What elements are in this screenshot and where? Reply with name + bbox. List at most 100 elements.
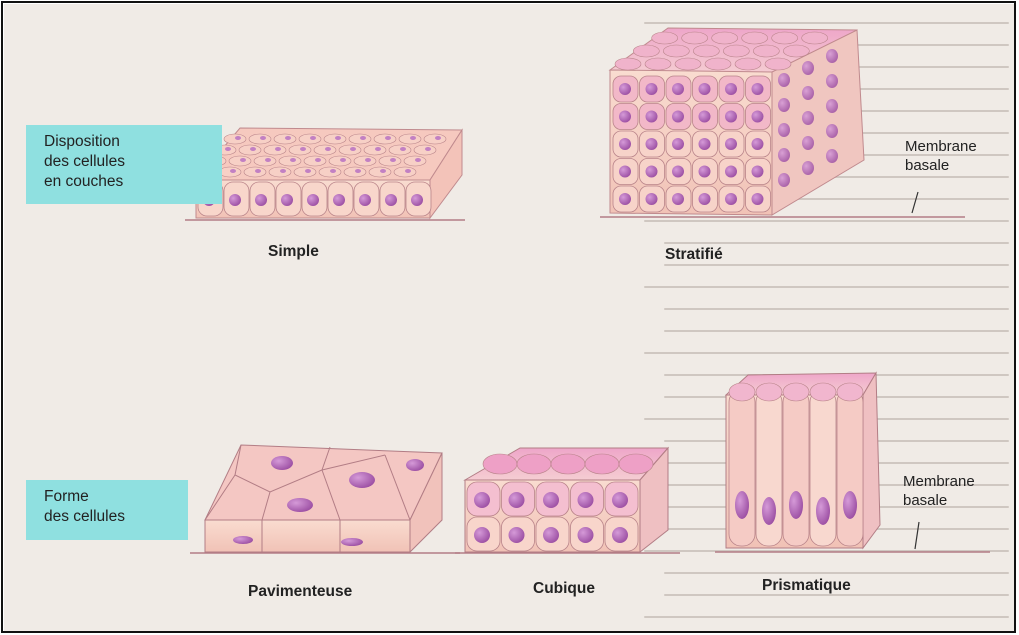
cell-top [324,134,346,144]
category-line: des cellules [44,152,212,172]
nucleus [778,98,790,112]
label-line: basale [905,156,977,175]
nucleus [225,147,231,151]
nucleus [752,166,764,178]
nucleus [375,147,381,151]
nucleus [699,111,711,123]
label-line: Membrane [905,137,977,156]
nucleus [646,111,658,123]
nucleus [752,193,764,205]
nucleus [255,169,261,173]
cell-top [663,45,689,57]
nucleus [307,194,319,206]
nucleus [826,124,838,138]
cell-top [269,167,291,177]
nucleus [359,194,371,206]
nucleus [619,111,631,123]
label-line: Membrane [903,472,975,491]
cell-top [394,167,416,177]
caption-pavimenteuse: Pavimenteuse [248,583,352,601]
cell-top [810,383,836,401]
nucleus [260,136,266,140]
cell-top [344,167,366,177]
nucleus [400,147,406,151]
caption-simple: Simple [268,243,319,261]
cell-top [229,156,251,166]
cell-top [354,156,376,166]
nucleus [778,123,790,137]
nucleus [543,492,559,508]
cell-top [274,134,296,144]
nucleus [250,147,256,151]
cell-top [585,454,619,474]
nucleus [672,111,684,123]
category-line: Forme [44,487,178,507]
cell-top [723,45,749,57]
cell-top [682,32,708,44]
nucleus [619,193,631,205]
caption-stratifie: Stratifié [665,246,723,264]
cell-top [369,167,391,177]
nucleus [816,497,830,525]
cell-top [314,145,336,155]
nucleus [672,166,684,178]
nucleus [725,83,737,95]
nucleus [725,166,737,178]
cell-top [753,45,779,57]
nucleus [325,147,331,151]
nucleus [612,492,628,508]
cell-top [254,156,276,166]
columnar-epithelium-illustration [715,373,990,552]
cell-top [244,167,266,177]
nucleus [699,166,711,178]
nucleus [290,158,296,162]
label-membrane-basale-top: Membrane basale [905,137,977,175]
nucleus [411,194,423,206]
category-line: en couches [44,172,212,192]
nucleus [365,158,371,162]
nucleus [826,74,838,88]
cell-top [289,145,311,155]
cell-top [349,134,371,144]
nucleus [300,147,306,151]
cell-top [339,145,361,155]
nucleus [229,194,241,206]
nucleus [826,149,838,163]
cell-top [652,32,678,44]
cell-top [802,32,828,44]
cell-top [756,383,782,401]
nucleus [425,147,431,151]
label-line: basale [903,491,975,510]
nucleus [619,166,631,178]
cell-top [615,58,641,70]
caption-cubique: Cubique [533,580,595,598]
nucleus [543,527,559,543]
cell-top [304,156,326,166]
nucleus [415,158,421,162]
cell-top [424,134,446,144]
nucleus [435,136,441,140]
nucleus [390,158,396,162]
nucleus [578,492,594,508]
cuboidal-epithelium-illustration [455,448,680,553]
nucleus [265,158,271,162]
nucleus [255,194,267,206]
cell-top [264,145,286,155]
cell-top [675,58,701,70]
nucleus [619,138,631,150]
nucleus [843,491,857,519]
nucleus [672,138,684,150]
category-box-disposition: Disposition des cellules en couches [26,125,222,204]
nucleus [646,193,658,205]
caption-prismatique: Prismatique [762,577,851,595]
nucleus [646,166,658,178]
cell-top [279,156,301,166]
nucleus [612,527,628,543]
nucleus [281,194,293,206]
nucleus [735,491,749,519]
nucleus [474,527,490,543]
nucleus [509,492,525,508]
nucleus [385,194,397,206]
nucleus [360,136,366,140]
